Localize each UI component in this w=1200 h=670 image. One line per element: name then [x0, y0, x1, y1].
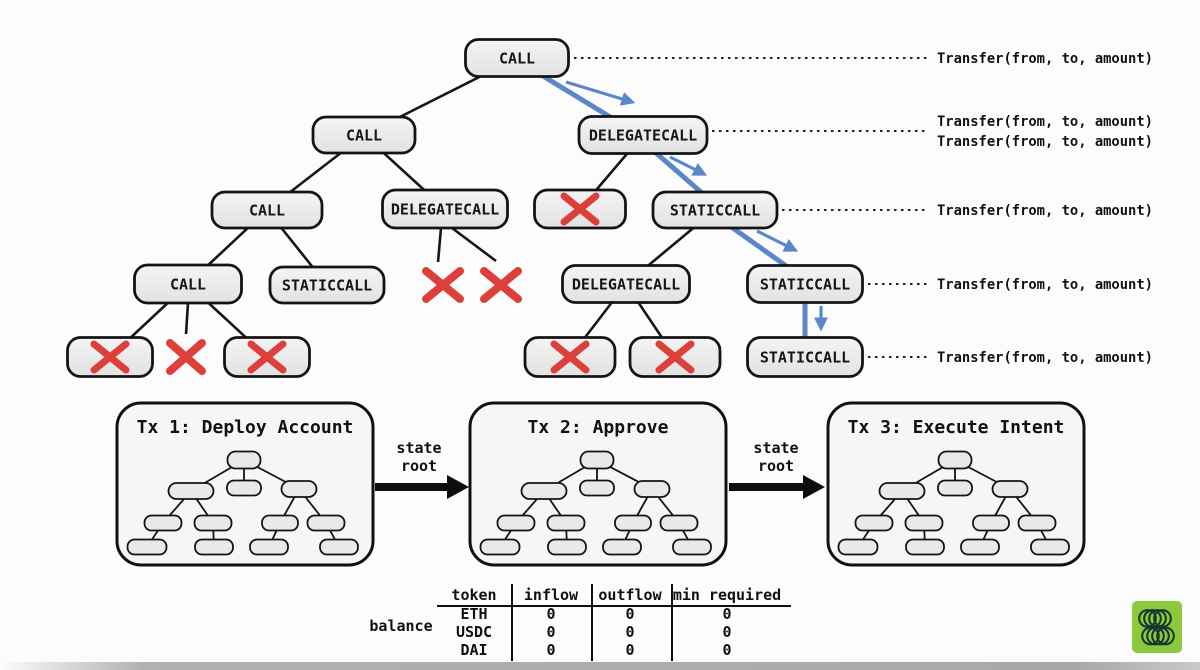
state-root-arrow-2: state root [729, 439, 825, 499]
state-root-arrow-1: state root [375, 439, 469, 499]
revert-x-icon [550, 340, 590, 374]
tx1-box: Tx 1: Deploy Account [115, 401, 375, 567]
revert-x-icon [166, 339, 206, 375]
cell-inflow: 0 [546, 605, 555, 623]
tx2-title: Tx 2: Approve [528, 417, 669, 438]
node-l4-staticcall-left: STATICCALL [268, 265, 386, 305]
cell-outflow: 0 [625, 623, 634, 641]
node-l3-reverted [533, 188, 627, 230]
transfer-annotation: Transfer(from, to, amount) [937, 134, 1153, 150]
blue-arrow-icon [669, 155, 708, 176]
cell-min-required: 0 [722, 641, 731, 659]
cell-inflow: 0 [546, 641, 555, 659]
call-path-arrows [565, 80, 829, 332]
arrow-head-icon [803, 475, 825, 499]
blue-arrow-icon [565, 80, 636, 106]
tx3-box: Tx 3: Execute Intent [826, 401, 1086, 567]
arrow-shaft [375, 483, 447, 491]
balance-row-label: balance [369, 617, 432, 635]
node-l5-reverted-2 [223, 336, 311, 378]
revert-x-icon [90, 340, 130, 374]
arrow-shaft [729, 483, 803, 491]
node-l5-staticcall-label: STATICCALL [760, 349, 850, 367]
cell-token: USDC [456, 623, 492, 641]
blue-arrow-icon [756, 229, 799, 252]
node-l4-staticcall-right: STATICCALL [746, 264, 864, 304]
revert-x-icon [422, 267, 464, 303]
cell-min-required: 0 [722, 623, 731, 641]
node-l4-delegatecall-label: DELEGATECALL [572, 276, 680, 294]
node-l5-reverted-4 [628, 336, 722, 378]
table-row-dai: DAI 0 0 0 [460, 641, 731, 659]
cell-min-required: 0 [722, 605, 731, 623]
cell-token: ETH [460, 605, 487, 623]
transfer-annotations: Transfer(from, to, amount) Transfer(from… [574, 51, 1153, 366]
node-l2-delegatecall: DELEGATECALL [577, 115, 709, 155]
node-l2-call: CALL [311, 115, 417, 155]
node-l4-staticcall-right-label: STATICCALL [760, 276, 850, 294]
col-header-inflow: inflow [524, 586, 579, 604]
node-l3-call-label: CALL [249, 202, 285, 220]
brand-logo-icon [1132, 601, 1182, 653]
state-root-label: state [753, 439, 798, 457]
node-l4-call: CALL [133, 263, 243, 305]
tx2-box: Tx 2: Approve [468, 401, 728, 567]
state-root-label: root [758, 457, 794, 475]
col-header-outflow: outflow [598, 586, 662, 604]
cell-outflow: 0 [625, 605, 634, 623]
node-l3-delegatecall-label: DELEGATECALL [391, 201, 499, 219]
table-row-eth: ETH 0 0 0 [460, 605, 731, 623]
tx1-title: Tx 1: Deploy Account [137, 417, 354, 438]
revert-x-icon [247, 340, 287, 374]
state-root-label: root [401, 457, 437, 475]
transfer-annotation: Transfer(from, to, amount) [937, 277, 1153, 293]
cell-token: DAI [460, 641, 487, 659]
cell-outflow: 0 [625, 641, 634, 659]
transfer-annotation: Transfer(from, to, amount) [937, 350, 1153, 366]
col-header-min-required: min required [673, 586, 781, 604]
node-root-call: CALL [464, 38, 570, 78]
balance-table: balance token inflow outflow min require… [369, 584, 791, 661]
cell-inflow: 0 [546, 623, 555, 641]
state-root-label: state [396, 439, 441, 457]
revert-x-icon [560, 192, 600, 226]
node-l4-call-label: CALL [170, 276, 206, 294]
revert-x-icon [480, 267, 522, 303]
node-l3-staticcall: STATICCALL [651, 190, 779, 230]
revert-x-icon [655, 340, 695, 374]
arrow-head-icon [447, 475, 469, 499]
bottom-shadow [0, 662, 1200, 670]
node-l5-reverted-3 [523, 336, 617, 378]
transfer-annotation: Transfer(from, to, amount) [937, 51, 1153, 67]
tx-sequence: Tx 1: Deploy Account Tx 2: Approve Tx 3:… [115, 401, 1086, 567]
node-l4-delegatecall: DELEGATECALL [561, 264, 691, 304]
call-tree-nodes: CALL CALL DELEGATECALL CALL DELEGATECALL… [66, 38, 864, 378]
node-l2-delegatecall-label: DELEGATECALL [589, 127, 697, 145]
node-root-call-label: CALL [499, 50, 535, 68]
node-l3-call: CALL [210, 190, 324, 230]
transfer-annotation: Transfer(from, to, amount) [937, 114, 1153, 130]
tx3-title: Tx 3: Execute Intent [848, 417, 1065, 438]
col-header-token: token [451, 586, 496, 604]
node-l3-delegatecall: DELEGATECALL [381, 188, 509, 230]
node-l4-staticcall-left-label: STATICCALL [282, 277, 372, 295]
transfer-annotation: Transfer(from, to, amount) [937, 203, 1153, 219]
node-l5-staticcall: STATICCALL [746, 336, 864, 378]
table-row-usdc: USDC 0 0 0 [456, 623, 732, 641]
node-l5-reverted-1 [66, 336, 154, 378]
node-l3-staticcall-label: STATICCALL [670, 202, 760, 220]
node-l2-call-label: CALL [346, 127, 382, 145]
